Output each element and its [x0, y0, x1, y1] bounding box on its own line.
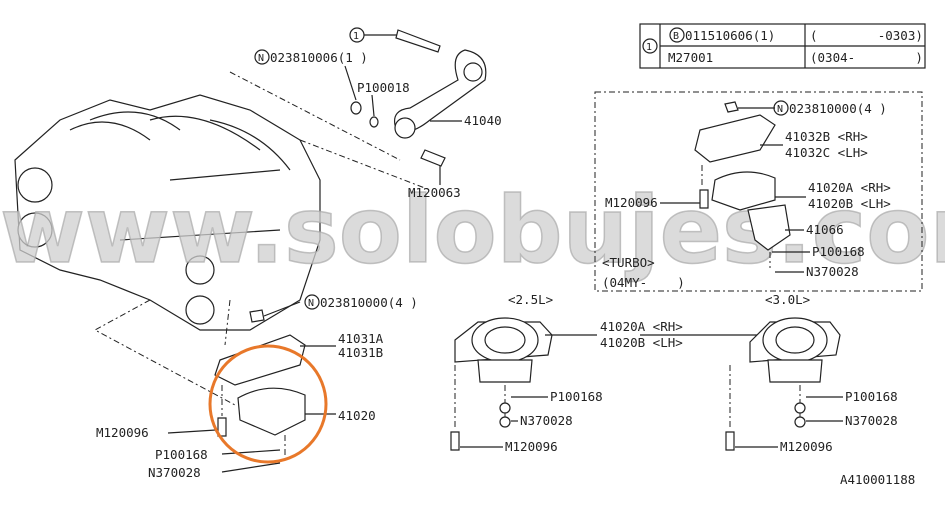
applicability-table: 1 B 011510606(1) ( -0303) M27001 (0304- … [639, 23, 926, 69]
label-25-n370028: N370028 [520, 413, 573, 428]
label-turbo: <TURBO> [602, 255, 655, 270]
ref-marker-1: 1 [353, 31, 359, 42]
label-41032c: 41032C <LH> [785, 145, 868, 160]
table-range-2: (0304- ) [810, 50, 923, 65]
label-41020: 41020 [338, 408, 376, 423]
label-turbo-years: (04MY- ) [602, 275, 685, 290]
label-30-m120096: M120096 [780, 439, 833, 454]
watermark: www.solobujes.com [0, 177, 945, 284]
diagram-id: A410001188 [840, 472, 915, 487]
label-m120063: M120063 [408, 185, 461, 200]
label-turbo-m120096: M120096 [605, 195, 658, 210]
label-p100018: P100018 [357, 80, 410, 95]
label-turbo-41020a: 41020A <RH> [808, 180, 891, 195]
mount-2-5l: <2.5L> P100168 N370028 M120096 [450, 292, 603, 454]
engine-illustration [14, 94, 321, 331]
left-mount-assembly: N 023810000(4 ) 41031A 41031B 41020 M120… [96, 294, 418, 480]
svg-text:N: N [258, 53, 264, 64]
table-part-2: M27001 [668, 50, 713, 65]
label-41066: 41066 [806, 222, 844, 237]
label-30-p100168: P100168 [845, 389, 898, 404]
label-turbo-p100168: P100168 [812, 244, 865, 259]
label-n023810006: 023810006(1 ) [270, 50, 368, 65]
label-left-m120096: M120096 [96, 425, 149, 440]
label-left-n370028: N370028 [148, 465, 201, 480]
label-25-p100168: P100168 [550, 389, 603, 404]
turbo-box: N 023810000(4 ) 41032B <RH> 41032C <LH> … [594, 91, 923, 292]
label-41020a: 41020A <RH> [600, 319, 683, 334]
mount-3-0l: <3.0L> P100168 N370028 M120096 [725, 292, 898, 454]
table-range-1: ( -0303) [810, 28, 923, 43]
table-part-1: 011510606(1) [685, 28, 775, 43]
svg-text:N: N [308, 298, 314, 309]
label-41040: 41040 [464, 113, 502, 128]
label-2-5l: <2.5L> [508, 292, 553, 307]
label-41032b: 41032B <RH> [785, 129, 868, 144]
svg-text:B: B [673, 31, 679, 42]
label-turbo-41020b: 41020B <LH> [808, 196, 891, 211]
highlight-circle [208, 344, 328, 464]
label-3-0l: <3.0L> [765, 292, 810, 307]
label-left-n023810000: 023810000(4 ) [320, 295, 418, 310]
svg-text:N: N [777, 104, 783, 115]
svg-text:1: 1 [646, 42, 652, 53]
label-41031a: 41031A [338, 331, 384, 346]
label-left-p100168: P100168 [155, 447, 208, 462]
label-turbo-n023810000: 023810000(4 ) [789, 101, 887, 116]
label-turbo-n370028: N370028 [806, 264, 859, 279]
label-41020b: 41020B <LH> [600, 335, 683, 350]
torque-rod-assembly: 1 N 023810006(1 ) P100018 41040 M120063 [254, 27, 502, 200]
label-41031b: 41031B [338, 345, 383, 360]
label-25-m120096: M120096 [505, 439, 558, 454]
label-30-n370028: N370028 [845, 413, 898, 428]
